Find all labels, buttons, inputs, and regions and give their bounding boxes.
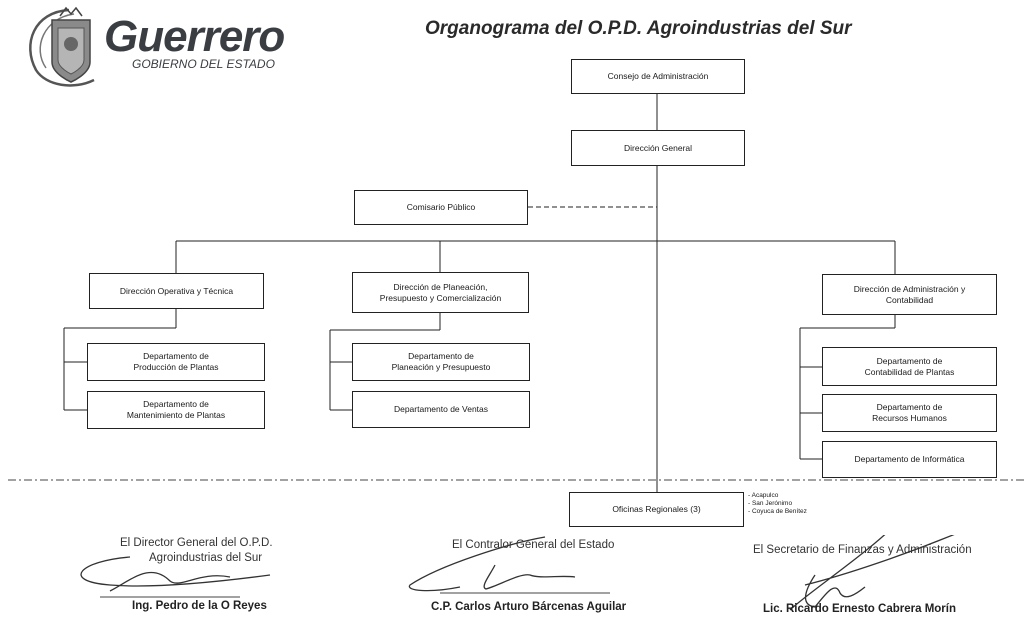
director-name: Ing. Pedro de la O Reyes (132, 600, 267, 612)
page-title: Organograma del O.P.D. Agroindustrias de… (425, 18, 852, 39)
director-caption-1: El Director General del O.P.D. (120, 537, 273, 549)
box-direccion-planeacion: Dirección de Planeación, Presupuesto y C… (352, 272, 529, 313)
box-direccion-operativa: Dirección Operativa y Técnica (89, 273, 264, 309)
signature-director: El Director General del O.P.D. Agroindus… (70, 535, 320, 615)
box-depto-informatica: Departamento de Informática (822, 441, 997, 478)
box-oficinas-regionales: Oficinas Regionales (3) (569, 492, 744, 527)
box-direccion-administracion: Dirección de Administración y Contabilid… (822, 274, 997, 315)
location-acapulco: - Acapulco (748, 492, 779, 499)
box-depto-contabilidad: Departamento de Contabilidad de Plantas (822, 347, 997, 386)
signature-secretario: El Secretario de Finanzas y Administraci… (745, 535, 1005, 615)
director-caption-2: Agroindustrias del Sur (149, 552, 263, 564)
coat-of-arms-icon (29, 6, 95, 87)
contralor-caption: El Contralor General del Estado (452, 539, 615, 551)
box-depto-produccion: Departamento de Producción de Plantas (87, 343, 265, 381)
secretario-name: Lic. Ricardo Ernesto Cabrera Morín (763, 603, 956, 615)
signature-contralor: El Contralor General del Estado C.P. Car… (400, 535, 660, 615)
guerrero-logo: Guerrero GOBIERNO DEL ESTADO (14, 4, 304, 90)
box-comisario-publico: Comisario Público (354, 190, 528, 225)
box-depto-mantenimiento: Departamento de Mantenimiento de Plantas (87, 391, 265, 429)
contralor-signature-ink (408, 536, 610, 594)
brand-name: Guerrero (104, 12, 285, 61)
box-depto-recursos-humanos: Departamento de Recursos Humanos (822, 394, 997, 432)
oficinas-locations-list: - Acapulco - San Jerónimo - Coyuca de Be… (748, 492, 807, 516)
box-consejo-administracion: Consejo de Administración (571, 59, 745, 94)
director-signature-ink (80, 556, 271, 598)
box-depto-ventas: Departamento de Ventas (352, 391, 530, 428)
secretario-signature-ink (789, 535, 955, 611)
location-coyuca: - Coyuca de Benítez (748, 508, 807, 515)
box-direccion-general: Dirección General (571, 130, 745, 166)
location-san-jeronimo: - San Jerónimo (748, 500, 793, 507)
secretario-caption: El Secretario de Finanzas y Administraci… (753, 544, 972, 556)
contralor-name: C.P. Carlos Arturo Bárcenas Aguilar (431, 601, 627, 613)
brand-subtitle: GOBIERNO DEL ESTADO (132, 57, 275, 71)
box-depto-planeacion: Departamento de Planeación y Presupuesto (352, 343, 530, 381)
